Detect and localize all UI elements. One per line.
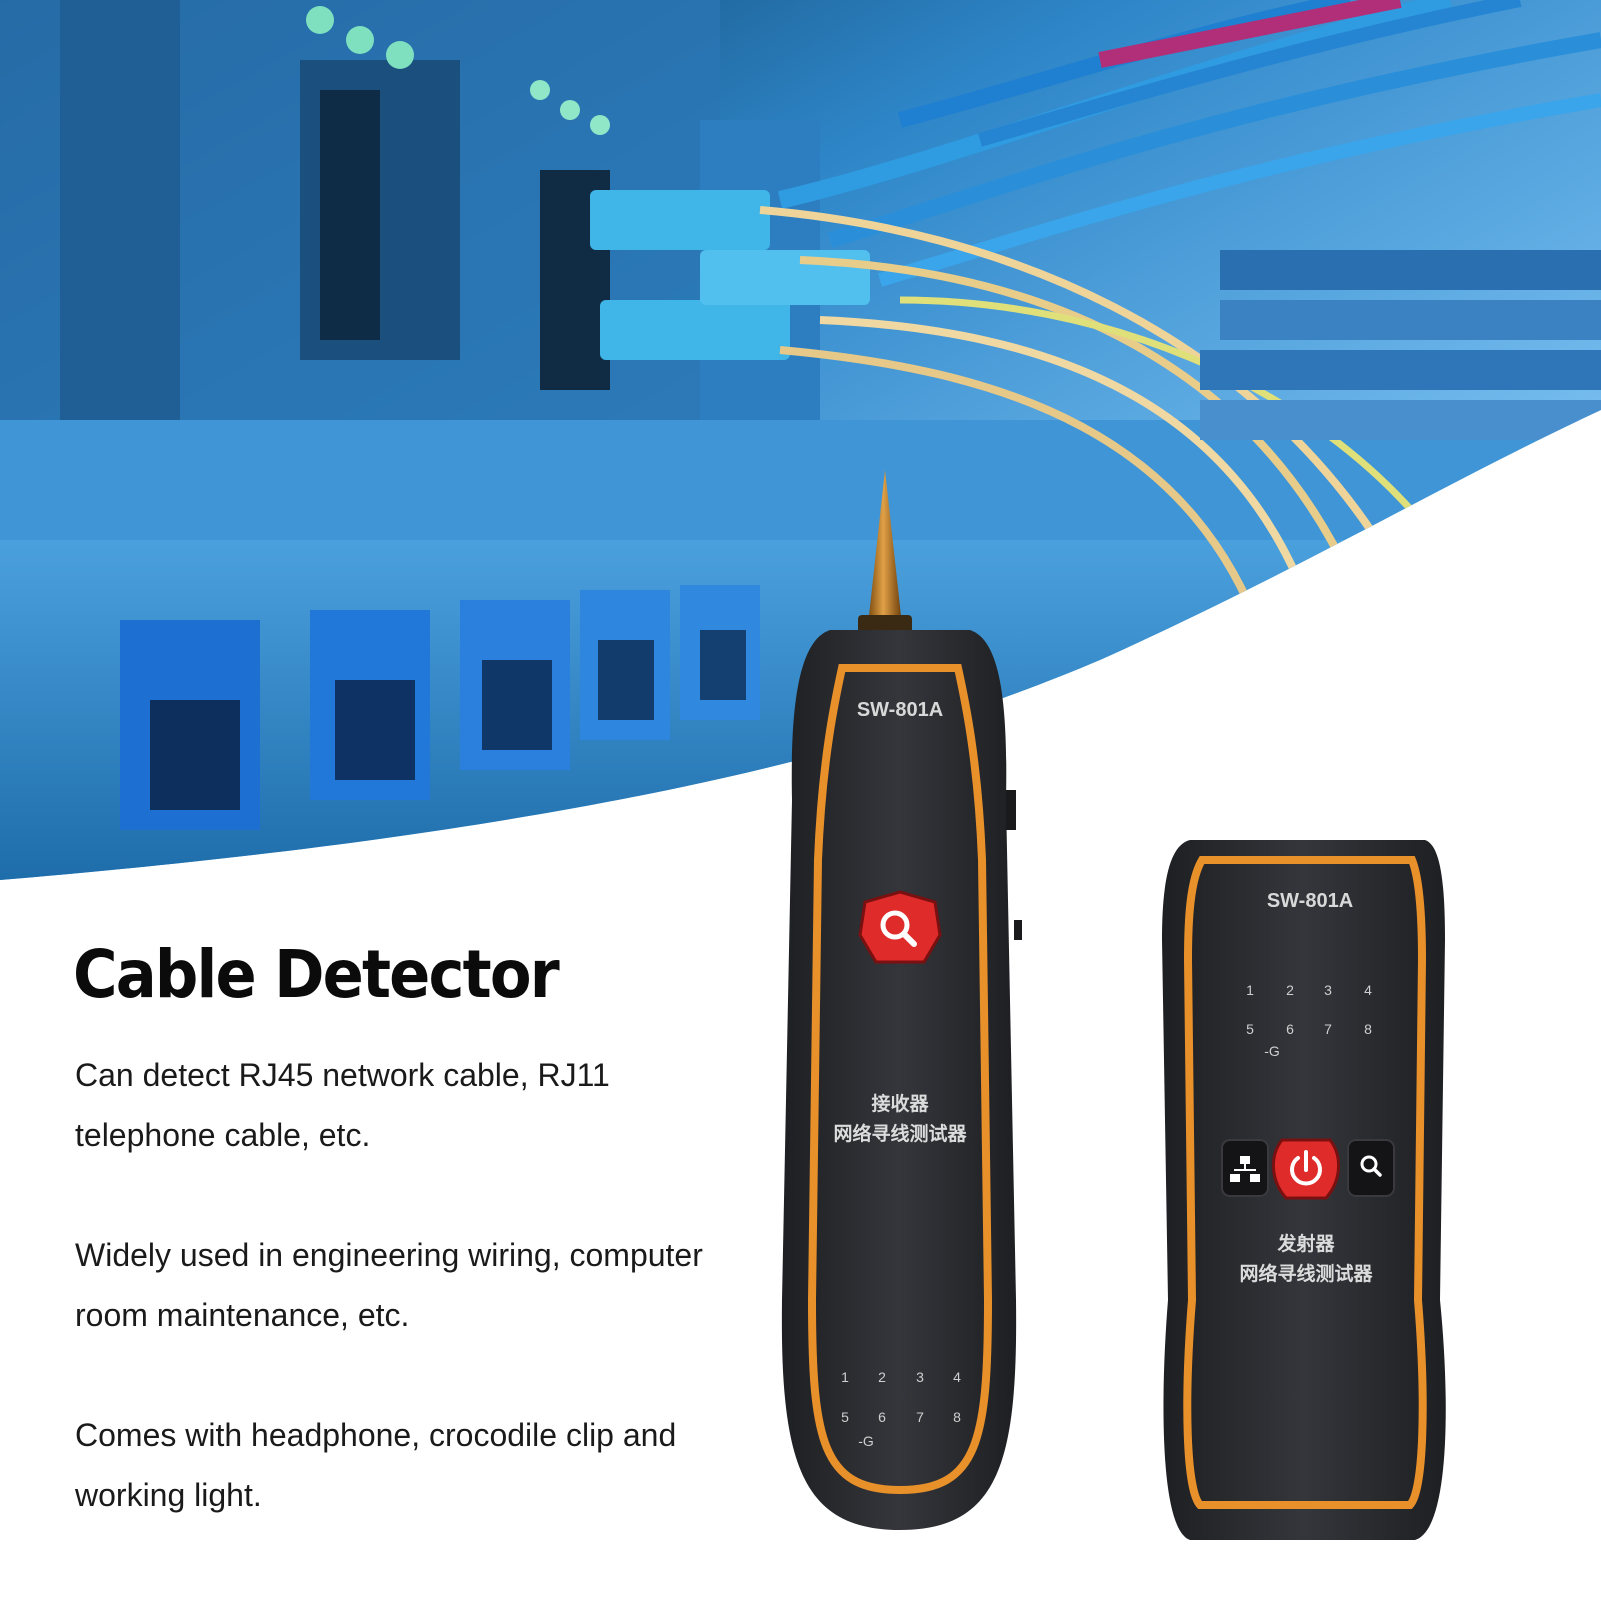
feature-text: Widely used in engineering wiring, compu…: [75, 1237, 703, 1333]
transmitter-label-1: 发射器: [1276, 1232, 1335, 1255]
transmitter-label-2: 网络寻线测试器: [1239, 1262, 1373, 1285]
magnifier-icon: [880, 910, 917, 947]
transmitter-pin: 6: [1286, 1021, 1294, 1037]
transmitter-model: SW-801A: [1267, 890, 1353, 912]
transmitter-pin: 7: [1324, 1021, 1332, 1037]
receiver-pin-leds: 1 2 3 4 5 6 7 8 -G: [841, 1369, 961, 1449]
receiver-label-1: 接收器: [871, 1092, 929, 1115]
receiver-pin: 2: [878, 1369, 886, 1385]
receiver-pin: 7: [916, 1409, 924, 1425]
transmitter-pin: 1: [1246, 982, 1254, 998]
transmitter: SW-801A 1 2 3 4 5 6 7 8 -G: [1162, 840, 1446, 1540]
receiver-pin: 3: [916, 1369, 924, 1385]
receiver-pin: 5: [841, 1409, 849, 1425]
receiver-probe: SW-801A 接收器 网络寻线测试器 1 2 3 4 5 6 7 8 -G: [781, 470, 1022, 1530]
receiver-pin: 4: [953, 1369, 961, 1385]
receiver-button: [858, 890, 942, 964]
transmitter-pin-leds: 1 2 3 4 5 6 7 8 -G: [1246, 982, 1372, 1059]
receiver-pin: 6: [878, 1409, 886, 1425]
receiver-pin: 8: [953, 1409, 961, 1425]
transmitter-pin: 2: [1286, 982, 1294, 998]
receiver-label-2: 网络寻线测试器: [833, 1122, 967, 1145]
magnifier-icon: [1360, 1155, 1382, 1177]
transmitter-ground: -G: [1264, 1043, 1280, 1059]
power-icon: [1290, 1150, 1322, 1186]
transmitter-pin: 8: [1364, 1021, 1372, 1037]
feature-text: Comes with headphone, crocodile clip and…: [75, 1417, 677, 1513]
network-icon: [1230, 1156, 1260, 1182]
receiver-model: SW-801A: [857, 699, 943, 721]
transmitter-pin: 3: [1324, 982, 1332, 998]
transmitter-search-button: [1347, 1139, 1395, 1197]
feature-text: Can detect RJ45 network cable, RJ11 tele…: [75, 1057, 610, 1153]
product-title: Cable Detector: [73, 936, 560, 1013]
receiver-ground: -G: [858, 1433, 874, 1449]
transmitter-pin: 4: [1364, 982, 1372, 998]
receiver-pin: 1: [841, 1369, 849, 1385]
transmitter-pin: 5: [1246, 1021, 1254, 1037]
